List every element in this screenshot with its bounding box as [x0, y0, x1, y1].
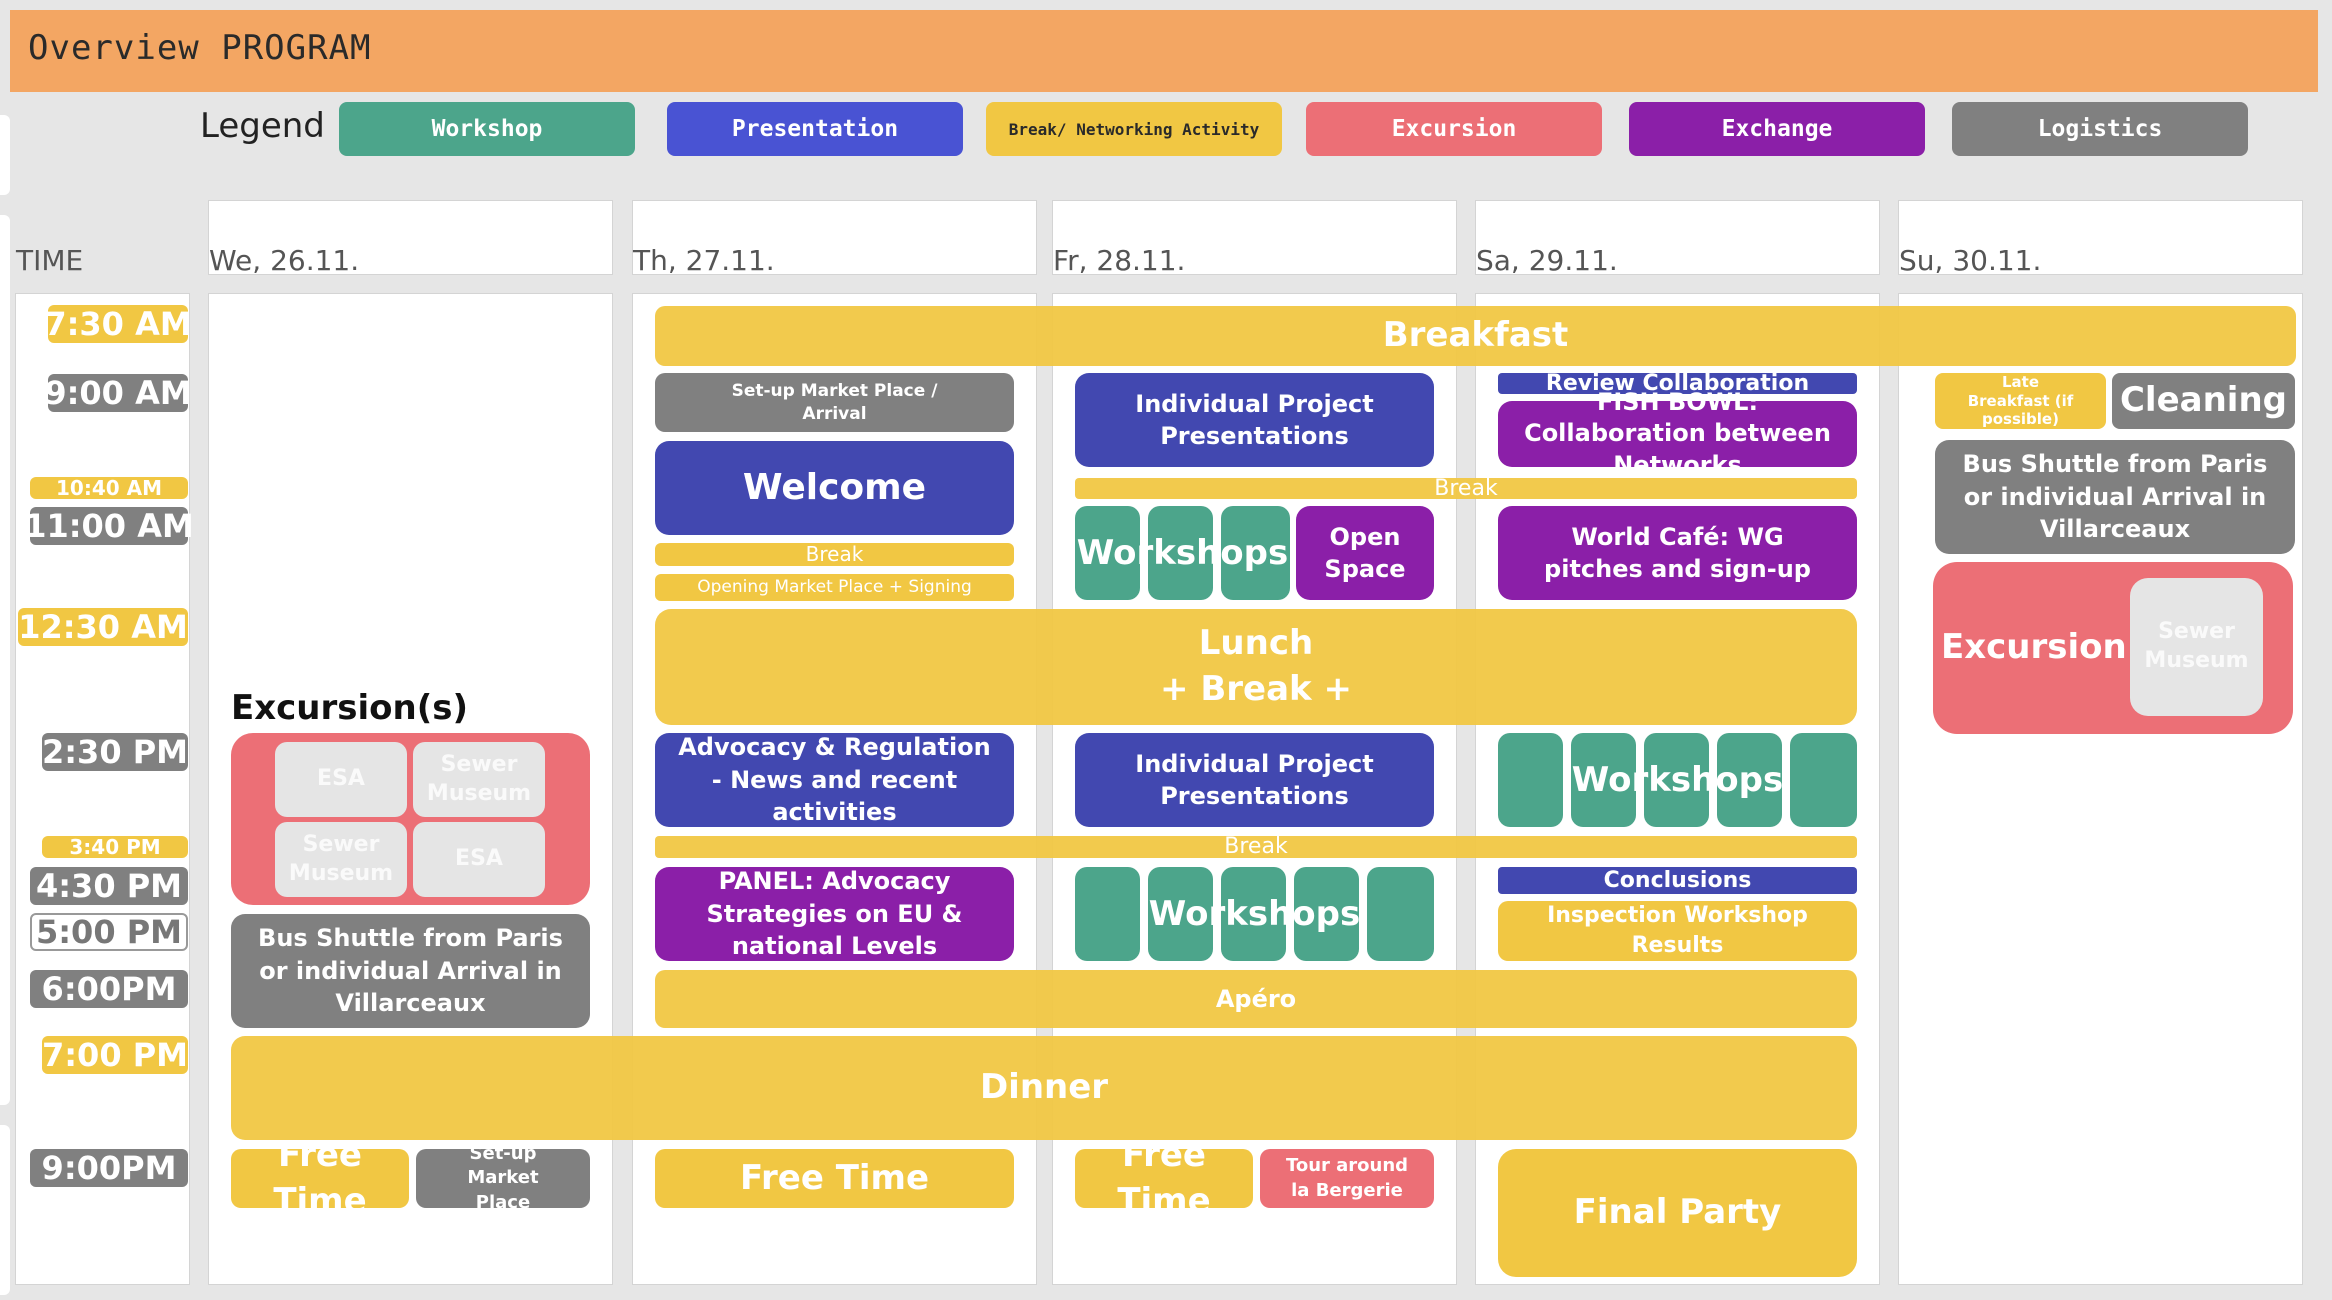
lunch-block[interactable]: Lunch + Break + [655, 609, 1857, 725]
workshop-tile [1644, 733, 1709, 827]
excursion-site: Sewer Museum [275, 822, 407, 897]
workshops-am-group[interactable]: Workshops [1075, 506, 1290, 600]
conclusions[interactable]: Conclusions [1498, 867, 1857, 894]
excursions-title: Excursion(s) [231, 688, 469, 728]
legend-label: Legend [200, 106, 325, 146]
project-presentations-am[interactable]: Individual Project Presentations [1075, 373, 1434, 467]
left-edge-panel [0, 115, 10, 195]
final-party[interactable]: Final Party [1498, 1149, 1857, 1277]
workshops-sat-group[interactable]: Workshops [1498, 733, 1857, 827]
free-time-thu[interactable]: Free Time [655, 1149, 1014, 1208]
time-label: 7:30 AM [44, 305, 192, 343]
tour-la-bergerie[interactable]: Tour around la Bergerie [1260, 1149, 1434, 1208]
time-label: 7:00 PM [41, 1036, 189, 1074]
world-cafe[interactable]: World Café: WG pitches and sign-up [1498, 506, 1857, 600]
legend-logistics: Logistics [1952, 102, 2248, 156]
time-column [15, 293, 190, 1285]
time-label: 5:00 PM [30, 913, 188, 951]
workshop-tile [1075, 506, 1140, 600]
time-label: 4:30 PM [30, 867, 188, 905]
free-time-wed[interactable]: Free Time [231, 1135, 409, 1221]
dinner-block[interactable]: Dinner [231, 1036, 1857, 1140]
time-label: 10:40 AM [30, 476, 188, 500]
open-space[interactable]: Open Space [1296, 506, 1434, 600]
welcome-block[interactable]: Welcome [655, 441, 1014, 535]
bus-shuttle-wed[interactable]: Bus Shuttle from Paris or individual Arr… [231, 914, 590, 1028]
workshops-pm-group[interactable]: Workshops [1075, 867, 1434, 961]
workshop-tile [1148, 867, 1213, 961]
excursion-site: Sewer Museum [2130, 578, 2263, 716]
apero-block[interactable]: Apéro [655, 970, 1857, 1028]
workshop-tile [1148, 506, 1213, 600]
legend-exchange: Exchange [1629, 102, 1925, 156]
excursion-site: ESA [413, 822, 545, 897]
workshop-tile [1221, 506, 1290, 600]
time-label: 9:00 AM [44, 374, 192, 412]
setup-market-place-wed[interactable]: Set-up Market Place [416, 1143, 590, 1213]
fish-bowl[interactable]: FISH BOWL: Collaboration between Network… [1498, 388, 1857, 479]
break-fri-sat[interactable]: Break [1075, 476, 1857, 501]
workshop-tile [1790, 733, 1857, 827]
legend-break: Break/ Networking Activity [986, 102, 1282, 156]
legend-excursion: Excursion [1306, 102, 1602, 156]
workshop-tile [1498, 733, 1563, 827]
legend-presentation: Presentation [667, 102, 963, 156]
project-presentations-pm[interactable]: Individual Project Presentations [1075, 733, 1434, 827]
workshops-label: Workshops [1571, 760, 1784, 800]
time-label: 12:30 AM [18, 608, 188, 646]
day-header-wed: We, 26.11. [208, 200, 613, 277]
workshop-tile [1294, 867, 1359, 961]
bus-shuttle-sun[interactable]: Bus Shuttle from Paris or individual Arr… [1935, 440, 2295, 554]
time-label: 9:00PM [30, 1149, 188, 1187]
time-label: 11:00 AM [24, 507, 194, 545]
workshop-tile [1221, 867, 1286, 961]
inspection-workshop-results[interactable]: Inspection Workshop Results [1498, 901, 1857, 961]
time-label: 6:00PM [30, 970, 188, 1008]
day-header-thu: Th, 27.11. [632, 200, 1037, 277]
late-breakfast[interactable]: Late Breakfast (if possible) [1935, 373, 2106, 429]
cleaning[interactable]: Cleaning [2112, 373, 2295, 429]
advocacy-regulation[interactable]: Advocacy & Regulation - News and recent … [655, 733, 1014, 827]
free-time-fri[interactable]: Free Time [1075, 1135, 1253, 1221]
day-header-sun: Su, 30.11. [1898, 200, 2303, 277]
workshop-tile [1075, 867, 1140, 961]
review-collaboration[interactable]: Review Collaboration [1498, 371, 1857, 396]
time-label: 3:40 PM [42, 835, 188, 859]
workshops-label: Workshops [1148, 894, 1361, 934]
left-edge-panel [0, 215, 10, 1105]
panel-advocacy[interactable]: PANEL: Advocacy Strategies on EU & natio… [655, 867, 1014, 961]
break-afternoon[interactable]: Break [655, 834, 1857, 859]
left-edge-panel [0, 1125, 10, 1295]
excursion-site: Sewer Museum [413, 742, 545, 817]
day-header-fri: Fr, 28.11. [1052, 200, 1457, 277]
break-thu[interactable]: Break [655, 542, 1014, 566]
setup-arrival-thu[interactable]: Set-up Market Place / Arrival [655, 373, 1014, 432]
legend-workshop: Workshop [339, 102, 635, 156]
excursion-site: ESA [275, 742, 407, 817]
time-label: 2:30 PM [41, 733, 189, 771]
workshop-tile [1717, 733, 1782, 827]
workshops-label: Workshops [1076, 533, 1289, 573]
page-title: Overview PROGRAM [28, 28, 372, 68]
workshop-tile [1571, 733, 1636, 827]
breakfast-block[interactable]: Breakfast [655, 306, 2296, 366]
opening-market-place[interactable]: Opening Market Place + Signing [655, 574, 1014, 601]
program-header [10, 10, 2318, 92]
time-column-title: TIME [16, 244, 84, 277]
workshop-tile [1367, 867, 1434, 961]
day-header-sat: Sa, 29.11. [1475, 200, 1880, 277]
